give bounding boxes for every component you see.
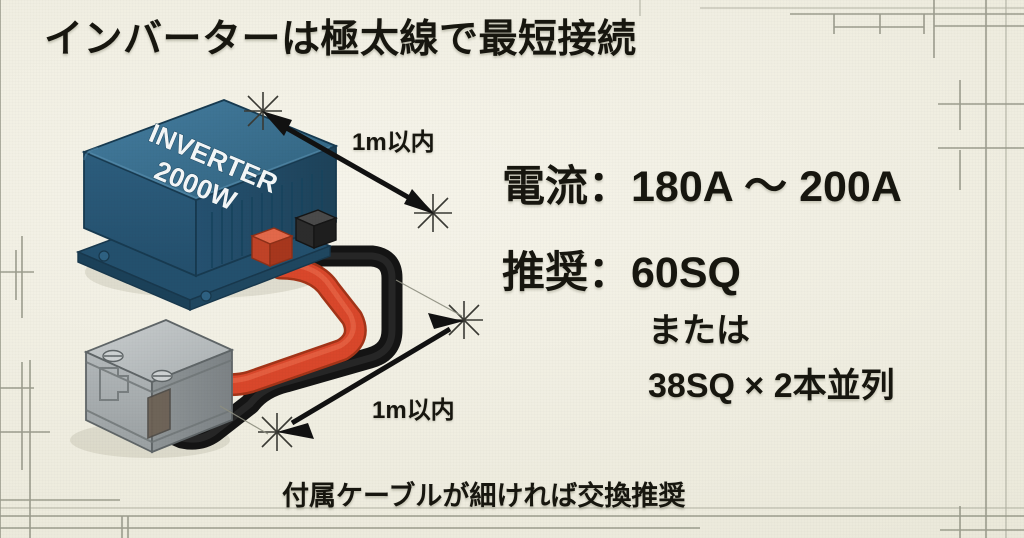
battery-terminal-a xyxy=(102,349,124,363)
negative-cable xyxy=(139,245,403,450)
spec-current-text: 電流：180A 〜 200A xyxy=(502,163,902,211)
footer-caption: 付属ケーブルが細ければ交換推奨 xyxy=(282,481,686,511)
battery-terminal-b xyxy=(151,369,173,383)
spec-alternative-text: 38SQ × 2本並列 xyxy=(648,367,895,405)
inverter-device: INVERTER 2000W xyxy=(75,99,339,312)
dimension-top xyxy=(244,92,452,232)
positive-terminal xyxy=(250,227,294,268)
page-title: インバーターは極太線で最短接続 xyxy=(44,18,637,61)
dimension-top-label: 1m以内 xyxy=(352,129,435,156)
battery-device xyxy=(83,319,235,454)
spec-recommend-text: 推奨：60SQ xyxy=(502,249,741,297)
negative-terminal xyxy=(294,209,338,250)
dimension-bottom-label: 1m以内 xyxy=(372,397,455,424)
spec-or-text: または xyxy=(648,312,750,350)
dimension-bottom xyxy=(219,279,483,451)
